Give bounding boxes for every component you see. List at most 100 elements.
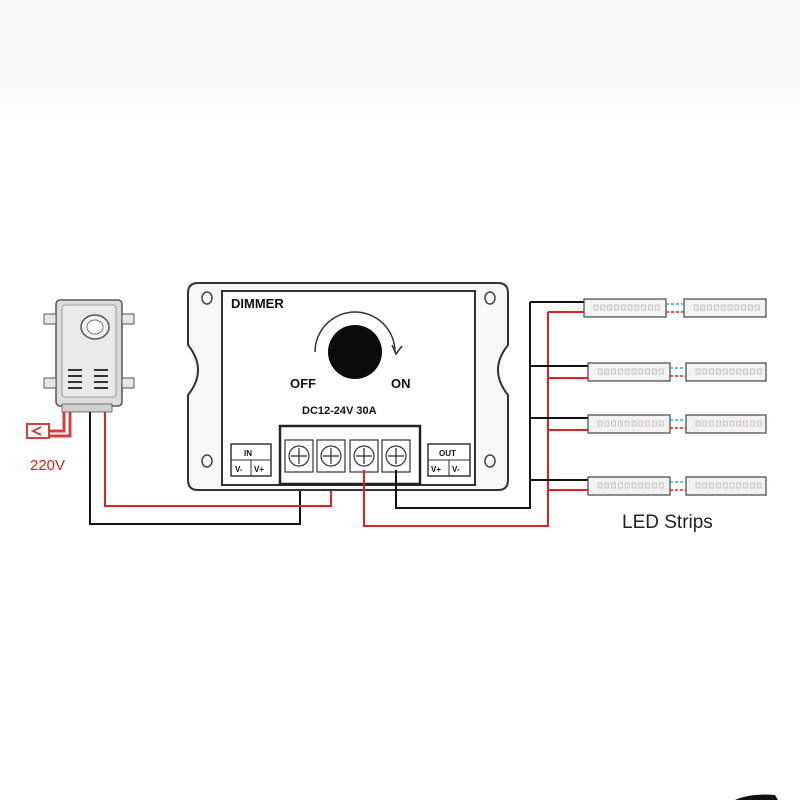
in-term-v-minus: V- — [235, 465, 243, 474]
led-chip — [618, 420, 623, 427]
led-strips-label: LED Strips — [622, 512, 713, 533]
led-chip — [702, 420, 708, 427]
led-chip — [593, 304, 599, 311]
top-background-band — [0, 0, 800, 118]
voltage-label: 220V — [30, 457, 65, 474]
led-chip — [748, 304, 753, 311]
led-chip — [658, 420, 664, 427]
led-chip — [750, 482, 755, 489]
led-chip — [736, 368, 742, 375]
led-chip — [709, 368, 714, 375]
led-chip — [743, 482, 748, 489]
led-chip — [741, 304, 746, 311]
out-term-v-minus: V- — [452, 465, 460, 474]
terminal-block — [278, 424, 422, 486]
led-chip — [658, 368, 664, 375]
led-chip — [756, 420, 762, 427]
led-chip — [652, 368, 657, 375]
led-chip — [750, 368, 755, 375]
power-supply — [43, 299, 135, 413]
led-chip — [743, 368, 748, 375]
led-chip — [754, 304, 760, 311]
led-chip — [604, 420, 610, 427]
led-chip — [727, 304, 733, 311]
out-label: OUT — [439, 449, 456, 458]
led-chip — [597, 482, 603, 489]
on-label: ON — [391, 376, 411, 391]
led-chip — [645, 482, 650, 489]
led-chip — [654, 304, 660, 311]
led-chip — [652, 482, 657, 489]
led-chip — [645, 420, 650, 427]
led-chip — [720, 304, 726, 311]
led-chip — [648, 304, 653, 311]
led-chip — [607, 304, 612, 311]
led-chip — [693, 304, 699, 311]
led-chip — [604, 368, 610, 375]
led-chip — [722, 420, 728, 427]
ac-plug-icon — [26, 412, 72, 439]
led-chip — [600, 304, 606, 311]
led-chip — [624, 368, 630, 375]
led-chip — [645, 368, 650, 375]
led-chip — [695, 368, 701, 375]
led-chip — [638, 368, 644, 375]
corner-mark — [735, 794, 778, 800]
led-chip — [722, 368, 728, 375]
led-chip — [614, 304, 619, 311]
led-chip — [702, 368, 708, 375]
in-term-v-plus: V+ — [254, 465, 264, 474]
led-chip — [756, 368, 762, 375]
led-chip — [750, 420, 755, 427]
led-chip — [736, 482, 742, 489]
led-chip — [611, 482, 616, 489]
led-chip — [702, 482, 708, 489]
led-chip — [634, 304, 640, 311]
led-chip — [743, 420, 748, 427]
led-chip — [631, 368, 637, 375]
off-label: OFF — [290, 376, 316, 391]
led-chip — [716, 420, 721, 427]
led-chip — [734, 304, 740, 311]
led-chip — [756, 482, 762, 489]
led-chip — [620, 304, 626, 311]
out-term-v-plus: V+ — [431, 465, 441, 474]
led-chip-dots — [593, 304, 762, 489]
led-chip — [729, 420, 735, 427]
rating-label: DC12-24V 30A — [302, 405, 377, 417]
led-chip — [627, 304, 633, 311]
led-chip — [722, 482, 728, 489]
output-wires — [363, 301, 588, 527]
dimmer-knob — [328, 325, 382, 379]
led-chip — [729, 368, 735, 375]
led-chip — [638, 420, 644, 427]
led-chip — [597, 368, 603, 375]
led-chip — [638, 482, 644, 489]
led-chip — [611, 420, 616, 427]
in-label: IN — [244, 449, 252, 458]
in-terminal-label — [230, 443, 272, 477]
led-chip — [709, 420, 714, 427]
led-chip — [695, 420, 701, 427]
led-chip — [700, 304, 706, 311]
dimmer-title: DIMMER — [231, 296, 284, 311]
led-chip — [624, 482, 630, 489]
led-chip — [618, 368, 623, 375]
led-chip — [707, 304, 712, 311]
led-chip — [716, 482, 721, 489]
led-chip — [652, 420, 657, 427]
led-chip — [631, 482, 637, 489]
out-terminal-label — [427, 443, 471, 477]
led-chip — [658, 482, 664, 489]
led-chip — [716, 368, 721, 375]
led-chip — [729, 482, 735, 489]
led-chip — [641, 304, 646, 311]
led-chip — [695, 482, 701, 489]
led-chip — [631, 420, 637, 427]
led-chip — [714, 304, 719, 311]
led-chip — [597, 420, 603, 427]
led-chip — [611, 368, 616, 375]
led-chip — [624, 420, 630, 427]
led-chip — [736, 420, 742, 427]
rotate-arrow-icon — [314, 311, 396, 353]
